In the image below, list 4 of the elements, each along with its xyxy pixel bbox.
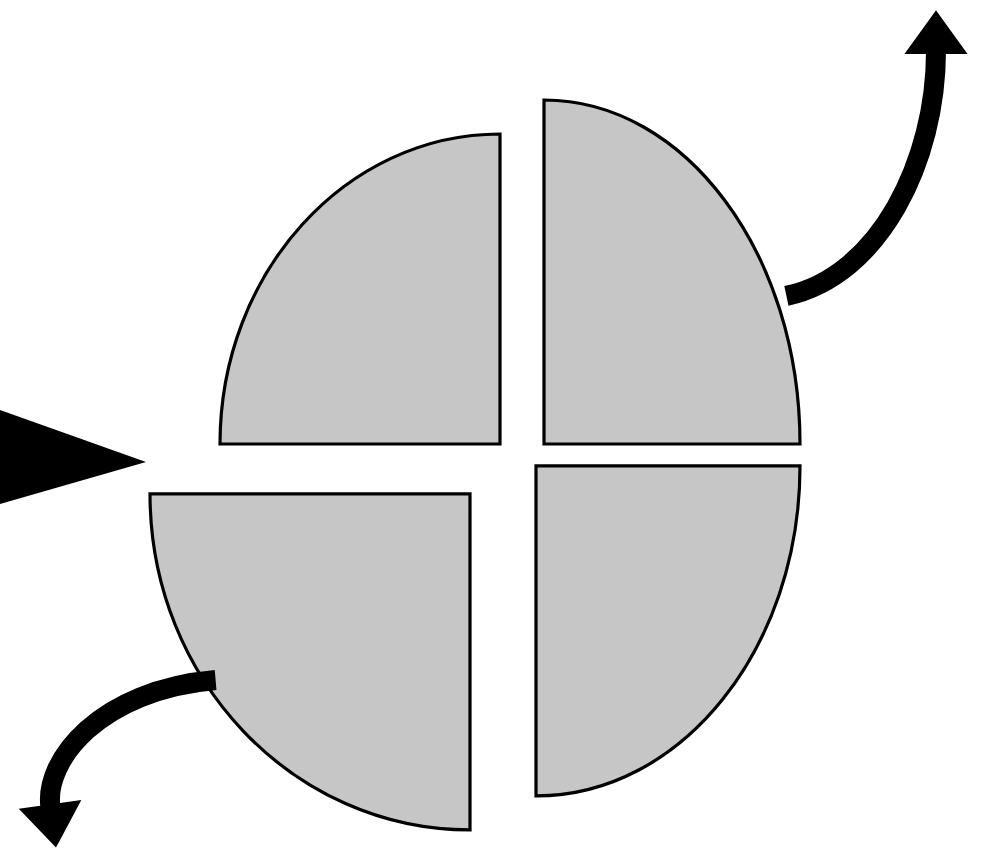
quadrant-shape: [148, 492, 472, 832]
quadrant-shape: [218, 132, 502, 446]
quadrant-shape: [534, 464, 802, 798]
quadrant-shape: [542, 98, 802, 446]
